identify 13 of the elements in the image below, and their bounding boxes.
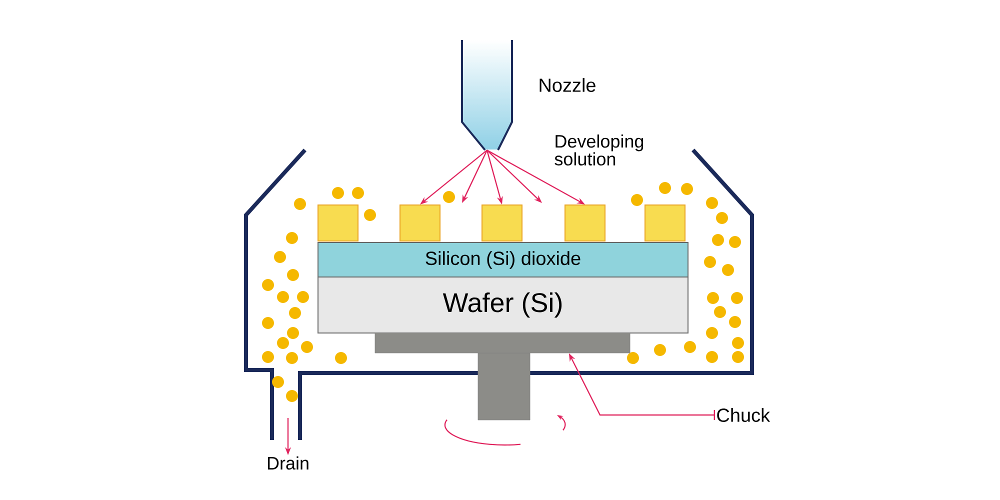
layer-box: Wafer (Si) [318,276,688,334]
resist-block [482,204,522,242]
text-label: Chuck [717,408,770,422]
nozzle-drawing [461,39,513,151]
layer-box: Silicon (Si) dioxide [318,242,688,278]
resist-block [644,204,686,242]
text-label: Nozzle [540,78,596,92]
text-label: Drain [268,456,308,470]
chuck-drawing [374,332,630,420]
text-label: Developing solution [554,134,644,166]
resist-block [400,204,440,242]
resist-block [564,204,606,242]
resist-block [318,204,358,242]
